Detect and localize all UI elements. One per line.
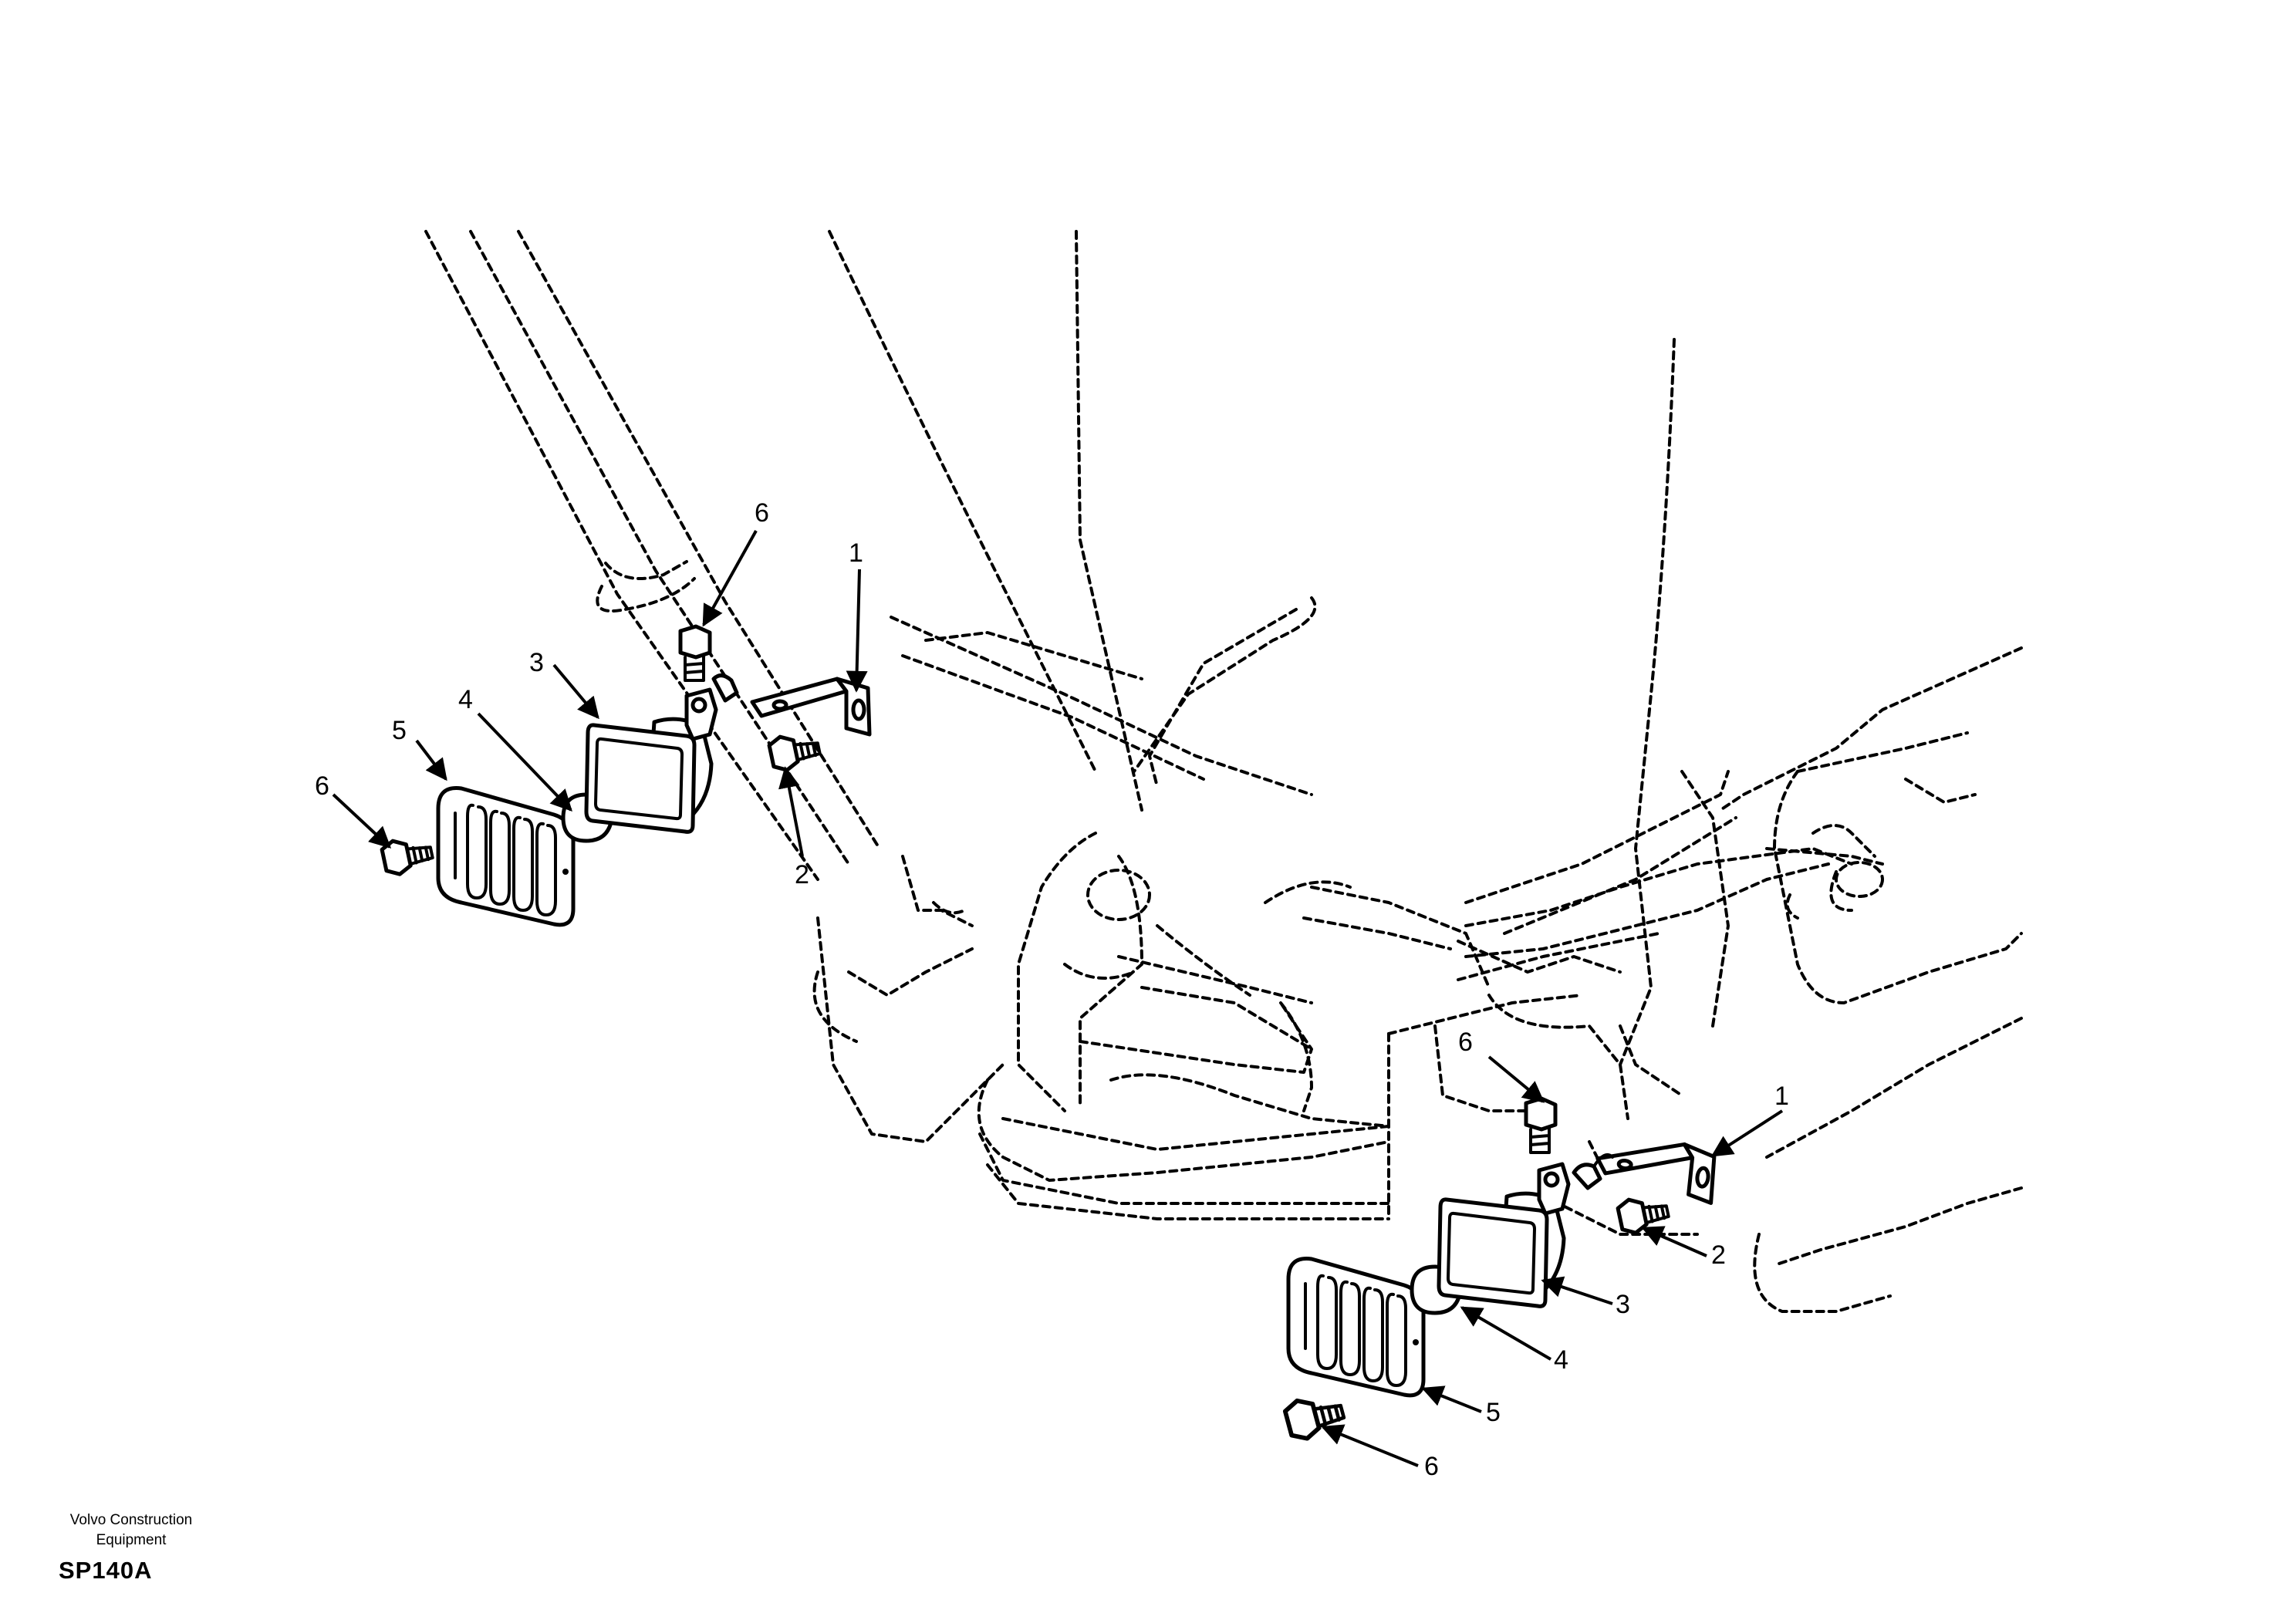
callout-left-guard-screw: 6 — [315, 771, 329, 801]
organization-line-1: Volvo Construction — [69, 1512, 193, 1528]
left-top-screw — [678, 624, 712, 682]
callout-right-bulb: 4 — [1554, 1345, 1568, 1375]
callout-labels: 1 2 3 4 5 6 6 1 2 3 4 5 6 6 — [315, 498, 1789, 1481]
left-work-light-assembly — [380, 624, 869, 925]
machine-outline-ghost — [424, 230, 2023, 1313]
left-guard-screw — [380, 834, 434, 877]
callout-right-bolt: 2 — [1711, 1240, 1726, 1270]
callout-right-top-screw: 6 — [1458, 1028, 1473, 1057]
callout-left-bolt: 2 — [795, 860, 809, 889]
organization-label: Volvo Construction Equipment — [31, 1510, 231, 1551]
left-mounting-bracket — [752, 679, 869, 734]
right-lens-guard — [1288, 1259, 1423, 1396]
callout-right-guard: 5 — [1486, 1398, 1501, 1427]
callout-right-bracket: 1 — [1774, 1082, 1789, 1111]
right-mounting-bracket — [1594, 1136, 1717, 1203]
callout-left-guard: 5 — [392, 716, 407, 745]
organization-line-2: Equipment — [96, 1532, 167, 1548]
right-work-light-assembly — [1283, 1096, 1717, 1442]
right-lamp-housing — [1439, 1164, 1568, 1306]
left-lamp-housing — [586, 690, 716, 832]
callout-left-bracket: 1 — [849, 538, 863, 568]
callout-left-top-screw: 6 — [755, 498, 769, 528]
callout-left-housing: 3 — [529, 648, 544, 677]
left-bracket-bolt — [768, 730, 822, 773]
left-lens-guard — [438, 788, 573, 925]
callout-right-guard-screw: 6 — [1424, 1452, 1439, 1481]
right-top-screw — [1524, 1096, 1558, 1154]
callout-right-housing: 3 — [1616, 1290, 1630, 1319]
callout-left-bulb: 4 — [458, 685, 473, 714]
left-connector — [711, 673, 739, 703]
callout-leaders — [332, 530, 1784, 1467]
diagram-code: SP140A — [59, 1557, 153, 1584]
right-connector — [1572, 1153, 1614, 1190]
